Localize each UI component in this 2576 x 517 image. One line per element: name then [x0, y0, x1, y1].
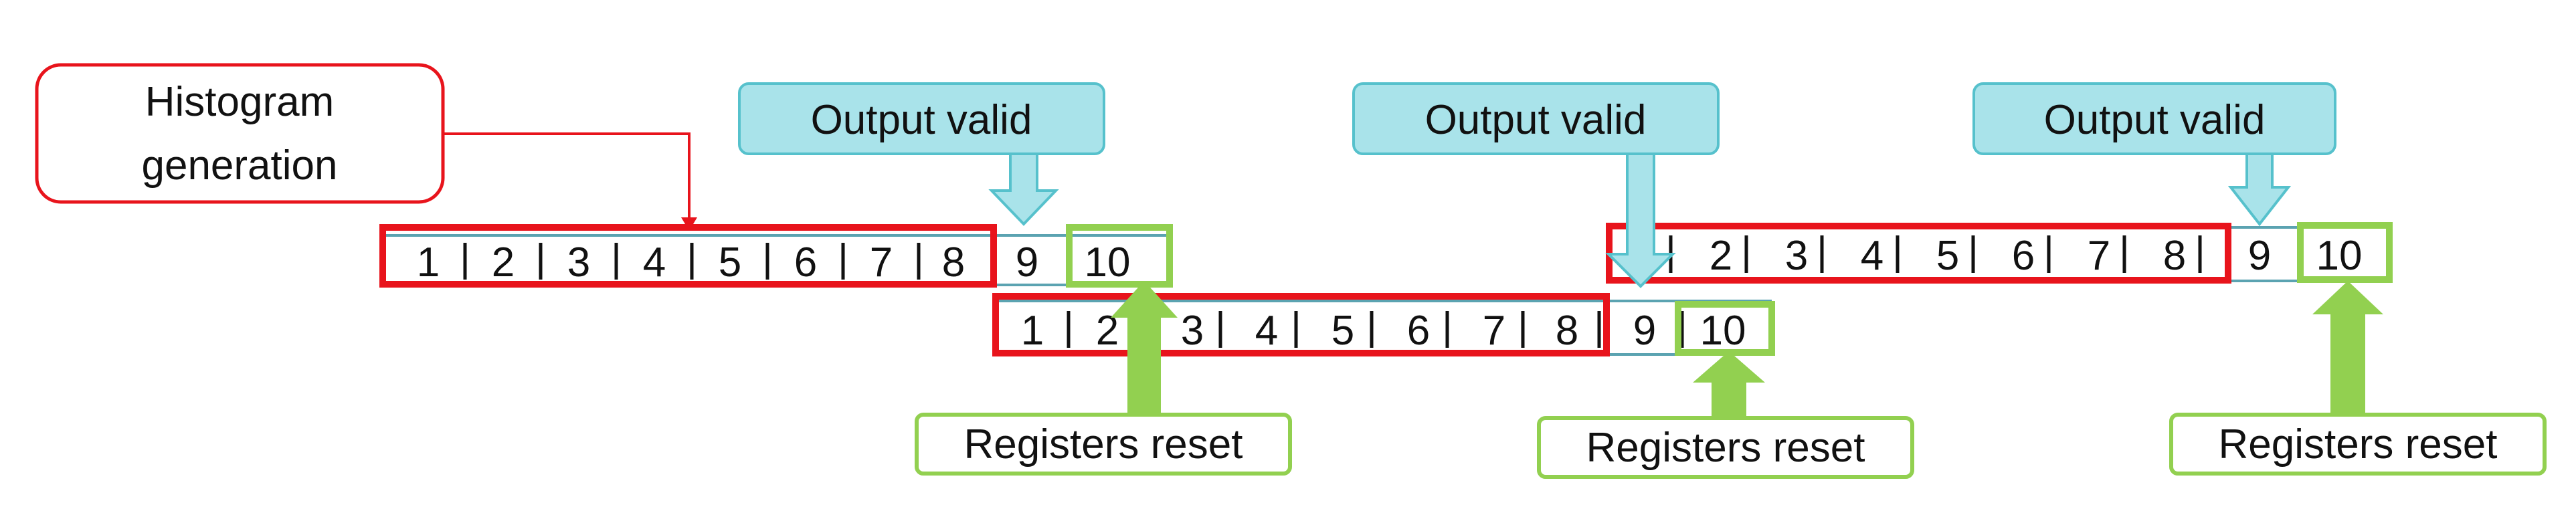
- row1-cell: 9: [1016, 239, 1038, 286]
- output-valid-label: Output valid: [1425, 97, 1647, 143]
- registers-reset-box: [1537, 416, 1914, 479]
- row3-cell: 3: [1785, 233, 1808, 279]
- row1-cell10-highlight: [1066, 224, 1173, 288]
- row1-cell: 1: [417, 239, 440, 286]
- row2-cell: 8: [1556, 308, 1578, 354]
- row2-cell: 10: [1700, 308, 1746, 354]
- row1-histogram-window: [379, 224, 997, 288]
- row3-cell: 6: [2012, 233, 2035, 279]
- registers-reset-label: Registers reset: [2219, 421, 2498, 468]
- row2-cell: 7: [1483, 308, 1505, 354]
- output-valid-box: [738, 82, 1105, 155]
- row3-cell: 5: [1936, 233, 1959, 279]
- row3-cell: 10: [2316, 233, 2363, 279]
- row3-cell: 7: [2088, 233, 2110, 279]
- row2-cell: 1: [1021, 308, 1044, 354]
- row2-cell10-highlight: [1675, 301, 1775, 356]
- row2-cell: 9: [1633, 308, 1656, 354]
- registers-reset-up-arrow: [2312, 281, 2383, 413]
- output-valid-callout-2: Output valid: [1352, 82, 1720, 288]
- output-valid-callout-1: Output valid: [738, 82, 1105, 226]
- registers-reset-box: [2169, 413, 2547, 476]
- registers-reset-box: [915, 413, 1292, 476]
- row1-cell: 8: [942, 239, 965, 286]
- output-valid-down-arrow: [988, 152, 1059, 226]
- registers-reset-label: Registers reset: [1586, 425, 1865, 471]
- registers-reset-callout-3: Registers reset: [2169, 281, 2547, 476]
- row2-cell: 3: [1181, 308, 1204, 354]
- output-valid-label: Output valid: [811, 97, 1032, 143]
- row2-histogram-window: [992, 293, 1610, 356]
- row3-cell10-highlight: [2297, 222, 2393, 283]
- row2-cell: 4: [1255, 308, 1278, 354]
- row1-cell: 10: [1085, 239, 1131, 286]
- row3-cell: 2: [1710, 233, 1732, 279]
- row3-cell: 4: [1861, 233, 1883, 279]
- output-valid-callout-3: Output valid: [1972, 82, 2336, 227]
- row3-cell: 9: [2248, 233, 2271, 279]
- row1-cell: 4: [643, 239, 666, 286]
- row1-cell: 2: [492, 239, 515, 286]
- row1-cell: 5: [719, 239, 741, 286]
- row1-cell: 7: [870, 239, 893, 286]
- registers-reset-up-arrow: [1693, 351, 1765, 417]
- output-valid-box: [1972, 82, 2336, 155]
- registers-reset-label: Registers reset: [964, 421, 1243, 468]
- row1-cell: 3: [567, 239, 590, 286]
- row3-dividers: [1669, 235, 2202, 273]
- row1-cells: 1 2 3 4 5 6 7 8 9 10: [417, 239, 1131, 286]
- row3-cells: 2 3 4 5 6 7 8 9 10: [1710, 233, 2363, 279]
- output-valid-down-arrow: [2227, 152, 2292, 227]
- registers-reset-up-arrow: [1111, 281, 1178, 413]
- histogram-connector-line: [443, 132, 691, 221]
- registers-reset-callout-2: Registers reset: [1537, 351, 1914, 479]
- row2-cell: 5: [1331, 308, 1354, 354]
- row1-cell: 6: [794, 239, 817, 286]
- row3-histogram-window: [1606, 223, 2231, 284]
- output-valid-down-arrow: [1605, 152, 1676, 288]
- output-valid-label: Output valid: [2044, 97, 2266, 143]
- histogram-generation-line1: Histogram: [145, 79, 335, 125]
- histogram-generation-line2: generation: [141, 142, 337, 189]
- row3-cell: 8: [2163, 233, 2186, 279]
- registers-reset-callout-1: Registers reset: [915, 281, 1292, 476]
- row2-cell: 6: [1407, 308, 1430, 354]
- row2-cells: 1 2 3 4 5 6 7 8 9 10: [1021, 308, 1746, 354]
- output-valid-box: [1352, 82, 1720, 155]
